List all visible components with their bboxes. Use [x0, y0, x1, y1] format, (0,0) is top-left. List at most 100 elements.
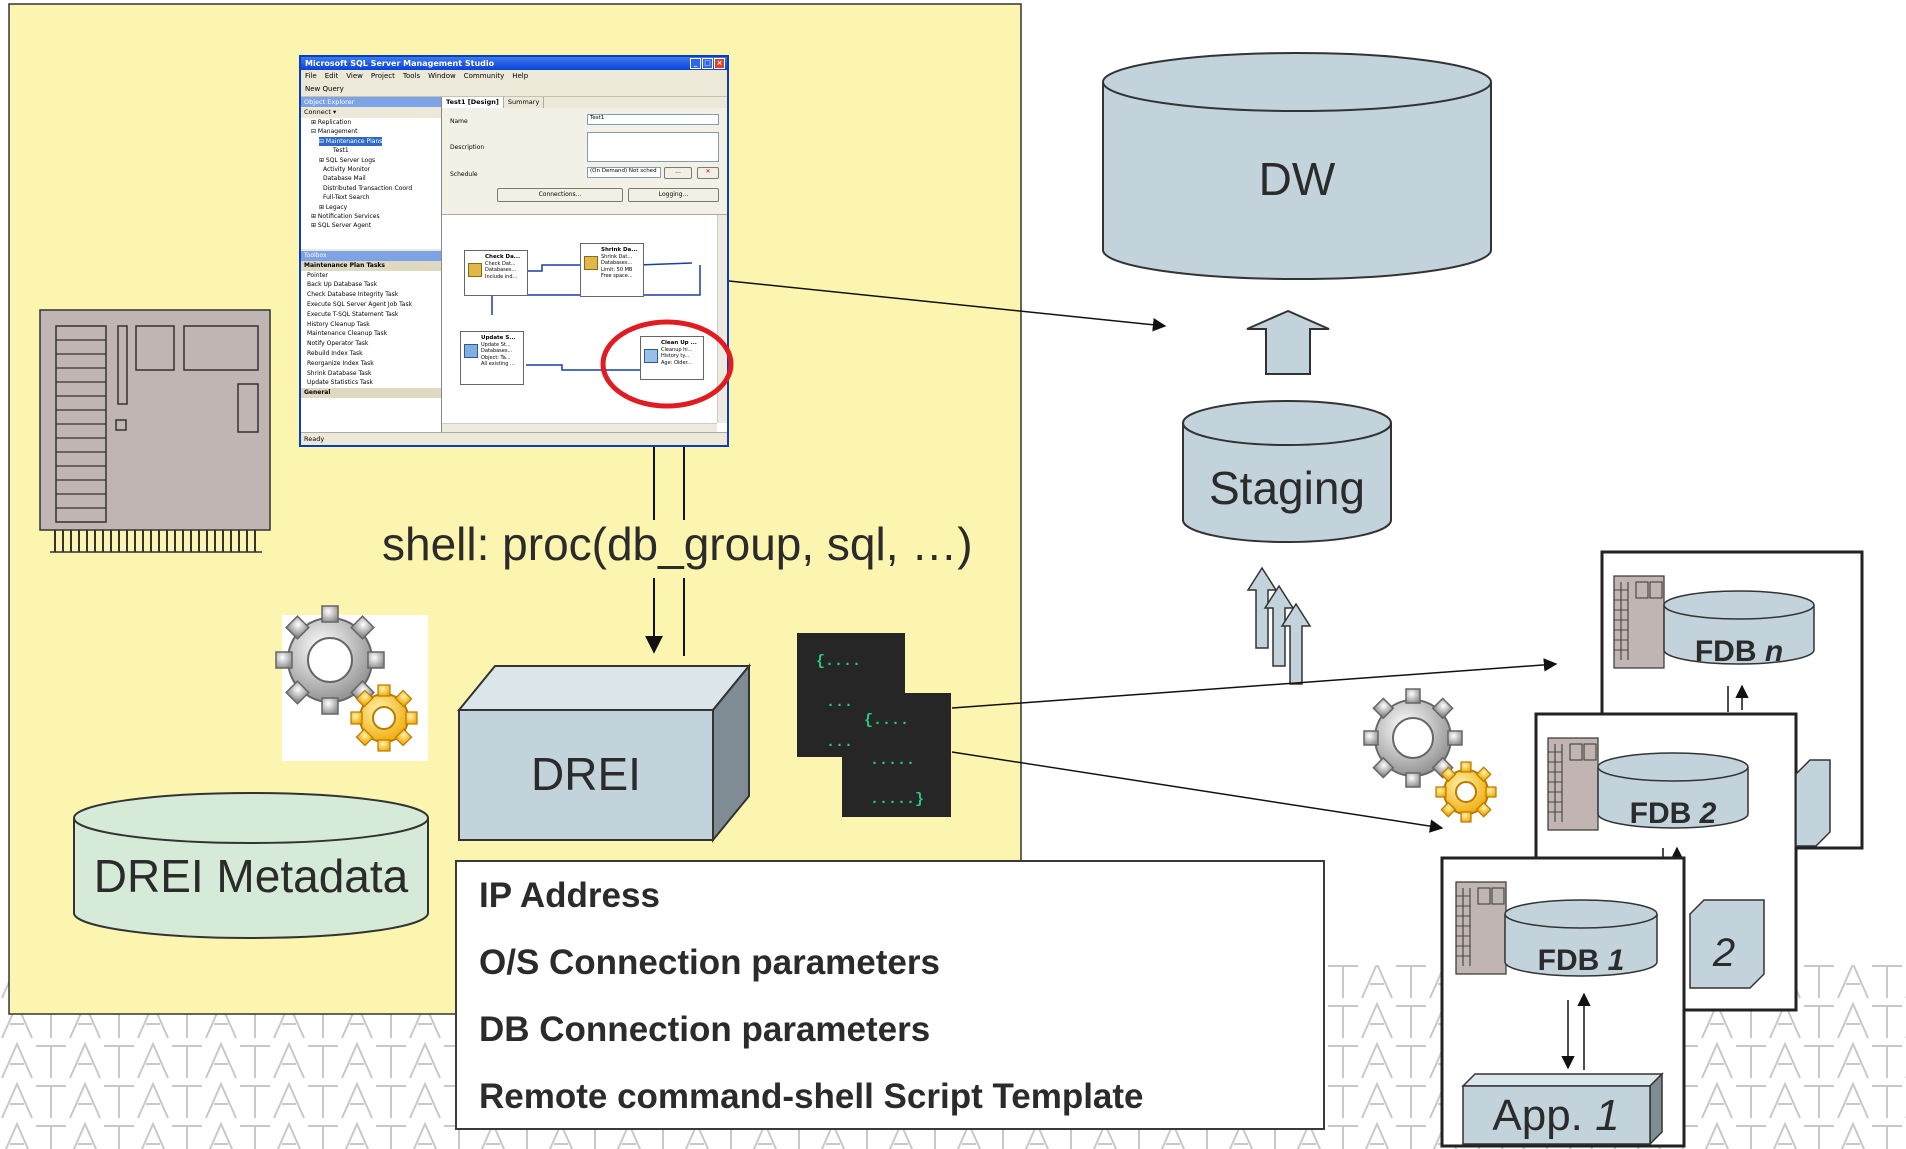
toolbox-item[interactable]: Shrink Database Task: [307, 369, 372, 377]
app-2-label: 2: [1712, 931, 1735, 975]
tree-item[interactable]: ⊞ SQL Server Logs: [319, 156, 376, 164]
connect-button[interactable]: Connect ▾: [301, 107, 441, 118]
dw-label: DW: [1259, 153, 1336, 205]
toolbox-group[interactable]: Maintenance Plan Tasks: [301, 260, 441, 271]
drei-metadata-label: DREI Metadata: [94, 850, 409, 902]
toolbox: Toolbox Maintenance Plan Tasks Pointer B…: [301, 251, 441, 398]
gears-icon: [275, 605, 428, 761]
tree-item[interactable]: Full-Text Search: [323, 194, 370, 202]
menu-view[interactable]: View: [346, 72, 363, 80]
staging-cylinder: [1182, 400, 1392, 543]
tree-item[interactable]: ⊞ Replication: [311, 119, 352, 126]
server-icon: [39, 309, 271, 553]
connection-info-box: IP Address O/S Connection parameters DB …: [455, 860, 1325, 1130]
arrow-to-fdb-2: [951, 751, 1444, 833]
toolbox-header: Toolbox: [301, 251, 441, 261]
minimize-icon[interactable]: _: [690, 58, 701, 69]
menu-help[interactable]: Help: [512, 72, 529, 80]
toolbox-item[interactable]: Execute SQL Server Agent Job Task: [307, 300, 413, 308]
menu-tools[interactable]: Tools: [402, 72, 421, 80]
toolbox-item[interactable]: Check Database Integrity Task: [307, 291, 399, 299]
staging-label: Staging: [1209, 462, 1365, 514]
schedule-button[interactable]: ...: [664, 167, 692, 179]
drei-metadata-cylinder: [73, 792, 429, 939]
info-script-template: Remote command-shell Script Template: [479, 1077, 1144, 1116]
toolbox-item[interactable]: Rebuild Index Task: [307, 349, 363, 357]
tree-item[interactable]: Distributed Transaction Coord: [323, 184, 413, 192]
remove-schedule-icon[interactable]: ✕: [697, 167, 719, 179]
new-query-button[interactable]: New Query: [305, 85, 344, 93]
design-surface: Check Da... Check Dat... Databases... In…: [442, 215, 717, 423]
fdb-1-card: FDB 1 App. 1: [1440, 856, 1686, 1148]
toolbox-item[interactable]: Pointer: [307, 271, 329, 279]
drei-box: [456, 663, 752, 843]
toolbox-item[interactable]: Update Statistics Task: [307, 379, 373, 387]
toolbox-item[interactable]: History Cleanup Task: [307, 320, 370, 328]
name-label: Name: [450, 118, 468, 125]
task-update-stats[interactable]: Update S... Update St... Databases... Ob…: [460, 331, 524, 385]
tab-design[interactable]: Test1 [Design]: [442, 97, 504, 108]
menu-bar: File Edit View Project Tools Window Comm…: [301, 70, 727, 82]
toolbox-item[interactable]: Reorganize Index Task: [307, 359, 374, 367]
name-field[interactable]: Test1: [587, 114, 719, 125]
menu-project[interactable]: Project: [370, 72, 395, 80]
menu-edit[interactable]: Edit: [324, 72, 339, 80]
object-tree: ⊞ Replication ⊟ Management ⊟ Maintenance…: [301, 118, 441, 231]
close-icon[interactable]: ×: [714, 58, 725, 69]
tab-summary[interactable]: Summary: [504, 97, 545, 108]
left-pane: Object Explorer Connect ▾ ⊞ Replication …: [301, 97, 442, 433]
vertical-scrollbar[interactable]: [717, 215, 727, 423]
load-arrow-icon: [1246, 309, 1330, 375]
schedule-field: (On Demand) Not sched: [587, 167, 661, 178]
schedule-label: Schedule: [450, 171, 478, 178]
script-line: ...: [826, 734, 853, 751]
arrow-to-dw: [699, 277, 1167, 332]
tree-item-maintenance-plans[interactable]: ⊟ Maintenance Plans: [319, 136, 383, 147]
menu-file[interactable]: File: [305, 72, 317, 80]
task-cleanup-history[interactable]: Clean Up ... Cleanup hi... History ty...…: [640, 336, 704, 380]
tree-item[interactable]: ⊟ Management: [311, 128, 358, 136]
maximize-icon[interactable]: □: [702, 58, 713, 69]
design-pane: Test1 [Design] Summary Name Test1 Descri…: [442, 97, 727, 433]
menu-window[interactable]: Window: [428, 72, 456, 80]
task-shrink-db[interactable]: Shrink Da... Shrink Dat... Databases... …: [580, 243, 644, 297]
horizontal-scrollbar[interactable]: [442, 423, 717, 433]
toolbox-item[interactable]: Back Up Database Task: [307, 281, 378, 289]
toolbox-item[interactable]: Notify Operator Task: [307, 340, 369, 348]
fdb-1-label: FDB 1: [1538, 944, 1625, 977]
app-1-label: App. 1: [1492, 1091, 1619, 1140]
script-line: ...: [826, 694, 853, 711]
fdb-n-label: FDB n: [1695, 635, 1783, 668]
shell-call-label: shell: proc(db_group, sql, …): [382, 518, 973, 570]
fdb-2-label: FDB 2: [1630, 797, 1717, 830]
tree-item[interactable]: Activity Monitor: [323, 165, 371, 173]
script-line: {....: [864, 712, 909, 729]
connections-button[interactable]: Connections...: [497, 188, 623, 202]
tree-item[interactable]: ⊞ Notification Services: [311, 212, 380, 220]
plan-properties: Name Test1 Description Schedule (On Dema…: [442, 108, 727, 215]
description-field[interactable]: [587, 132, 719, 162]
menu-community[interactable]: Community: [463, 72, 505, 80]
extract-arrows-icon: [1246, 566, 1312, 685]
tree-item[interactable]: Database Mail: [323, 175, 366, 183]
script-line: .....}: [870, 791, 924, 808]
description-label: Description: [450, 144, 485, 151]
info-ip-address: IP Address: [479, 876, 660, 915]
toolbox-item[interactable]: Maintenance Cleanup Task: [307, 330, 388, 338]
tree-item[interactable]: ⊞ SQL Server Agent: [311, 222, 372, 230]
arrow-to-fdb-n: [951, 658, 1558, 709]
script-template-icon: {.... ... ... {.... ..... .....}: [797, 633, 951, 817]
toolbox-item[interactable]: Execute T-SQL Statement Task: [307, 310, 399, 318]
tree-item[interactable]: Test1: [333, 147, 349, 155]
tree-item[interactable]: ⊞ Legacy: [319, 203, 348, 211]
toolbox-group-general[interactable]: General: [301, 388, 441, 398]
status-bar: Ready: [301, 432, 727, 445]
toolbar: New Query: [301, 82, 727, 97]
object-explorer: Object Explorer Connect ▾ ⊞ Replication …: [301, 97, 441, 251]
logging-button[interactable]: Logging...: [628, 188, 719, 202]
script-line: {....: [816, 653, 861, 670]
drei-label: DREI: [531, 748, 641, 800]
task-check-db[interactable]: Check Da... Check Dat... Databases... In…: [464, 250, 528, 296]
script-line: .....: [870, 752, 915, 769]
info-os-connection: O/S Connection parameters: [479, 943, 940, 982]
